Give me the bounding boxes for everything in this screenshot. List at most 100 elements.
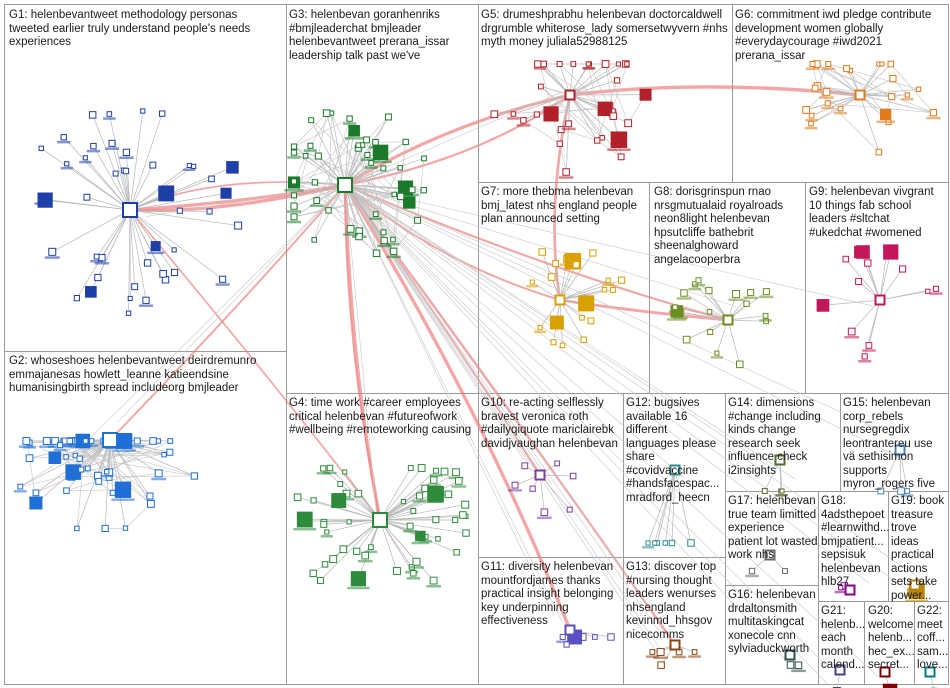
node-g3 xyxy=(372,144,389,161)
edge xyxy=(109,440,154,473)
node-g9 xyxy=(883,244,899,260)
edge xyxy=(379,514,463,521)
node-label-mark xyxy=(183,168,196,171)
node-layer xyxy=(13,60,943,688)
node-g3 xyxy=(384,113,392,121)
node-label-mark xyxy=(364,550,378,554)
node-g3 xyxy=(363,136,370,144)
node-g9 xyxy=(855,278,863,285)
node-g6 xyxy=(824,100,831,107)
group-box-layer xyxy=(4,4,949,685)
node-label-mark xyxy=(364,166,378,169)
edge xyxy=(676,311,729,321)
node-label-mark xyxy=(645,655,659,658)
node-g5 xyxy=(639,88,652,101)
node-g2 xyxy=(48,451,62,464)
node-label-mark xyxy=(386,242,400,246)
edge xyxy=(379,519,434,581)
node-label-mark xyxy=(347,586,370,590)
node-g1 xyxy=(219,275,227,283)
node-g2 xyxy=(25,454,34,463)
edge xyxy=(569,63,606,96)
node-label-mark xyxy=(862,349,876,352)
node-label-mark xyxy=(286,210,302,213)
edge xyxy=(344,158,425,186)
edge xyxy=(664,469,676,544)
node-g9 xyxy=(856,245,870,259)
group-box-g16 xyxy=(725,491,819,586)
node-g4 xyxy=(462,529,470,537)
node-g3 xyxy=(372,211,379,218)
edge xyxy=(559,94,571,144)
edge xyxy=(344,130,355,186)
node-g7 xyxy=(609,286,616,293)
hub-node-g20 xyxy=(834,664,846,676)
node-label-mark xyxy=(287,220,301,224)
edge xyxy=(716,319,729,354)
node-g1 xyxy=(125,310,132,316)
node-label-mark xyxy=(86,149,101,153)
hub-node-g2 xyxy=(102,432,118,448)
edge xyxy=(879,251,892,301)
node-label-mark xyxy=(426,484,441,487)
edge xyxy=(129,209,148,264)
edge xyxy=(899,449,908,492)
edge xyxy=(129,167,233,211)
edge xyxy=(41,148,131,211)
cross-group-edge xyxy=(109,184,346,441)
node-g8 xyxy=(706,309,713,315)
node-g17 xyxy=(838,585,844,591)
node-label-mark xyxy=(672,655,686,659)
node-g1 xyxy=(64,161,70,167)
node-g6 xyxy=(808,120,814,127)
cross-group-edge xyxy=(344,184,561,301)
node-g3 xyxy=(403,196,416,209)
edge xyxy=(293,182,376,215)
node-label-mark xyxy=(369,217,383,221)
node-g3 xyxy=(372,138,379,146)
edge xyxy=(320,519,381,581)
node-g2 xyxy=(22,437,31,445)
node-g5 xyxy=(570,61,577,67)
edge xyxy=(20,451,170,487)
node-g5 xyxy=(610,131,628,148)
node-g4 xyxy=(410,508,417,514)
node-g5 xyxy=(585,61,591,67)
node-g5 xyxy=(510,111,517,117)
node-label-mark xyxy=(819,96,834,99)
node-g3 xyxy=(355,232,363,241)
faint-edge xyxy=(344,184,672,637)
node-label-mark xyxy=(805,118,818,122)
node-g1 xyxy=(176,207,183,214)
node-g1 xyxy=(93,253,100,260)
node-g8 xyxy=(747,288,755,297)
edge xyxy=(129,209,210,212)
node-g4 xyxy=(309,569,317,578)
edge xyxy=(539,474,574,477)
node-g8 xyxy=(762,288,770,296)
cross-group-edge xyxy=(129,209,381,521)
node-g4 xyxy=(392,567,401,576)
node-g4 xyxy=(452,516,459,524)
edge xyxy=(326,519,381,533)
node-g3 xyxy=(346,115,353,122)
node-g8 xyxy=(707,328,714,335)
faint-edge xyxy=(344,184,659,655)
cross-group-edge xyxy=(344,184,729,322)
node-label-mark xyxy=(876,120,895,124)
edge xyxy=(539,63,561,144)
node-g13 xyxy=(656,648,665,656)
node-g6 xyxy=(802,106,811,114)
node-g3 xyxy=(314,152,322,160)
node-g4 xyxy=(368,544,374,551)
node-g1 xyxy=(131,283,139,291)
node-g7 xyxy=(549,315,564,330)
edge xyxy=(126,152,131,211)
node-g2 xyxy=(82,438,89,444)
edge xyxy=(293,181,385,241)
node-label-mark xyxy=(451,485,467,488)
node-g3 xyxy=(322,109,331,117)
node-g1 xyxy=(158,185,175,202)
node-label-mark xyxy=(900,494,914,497)
edge xyxy=(326,113,346,186)
